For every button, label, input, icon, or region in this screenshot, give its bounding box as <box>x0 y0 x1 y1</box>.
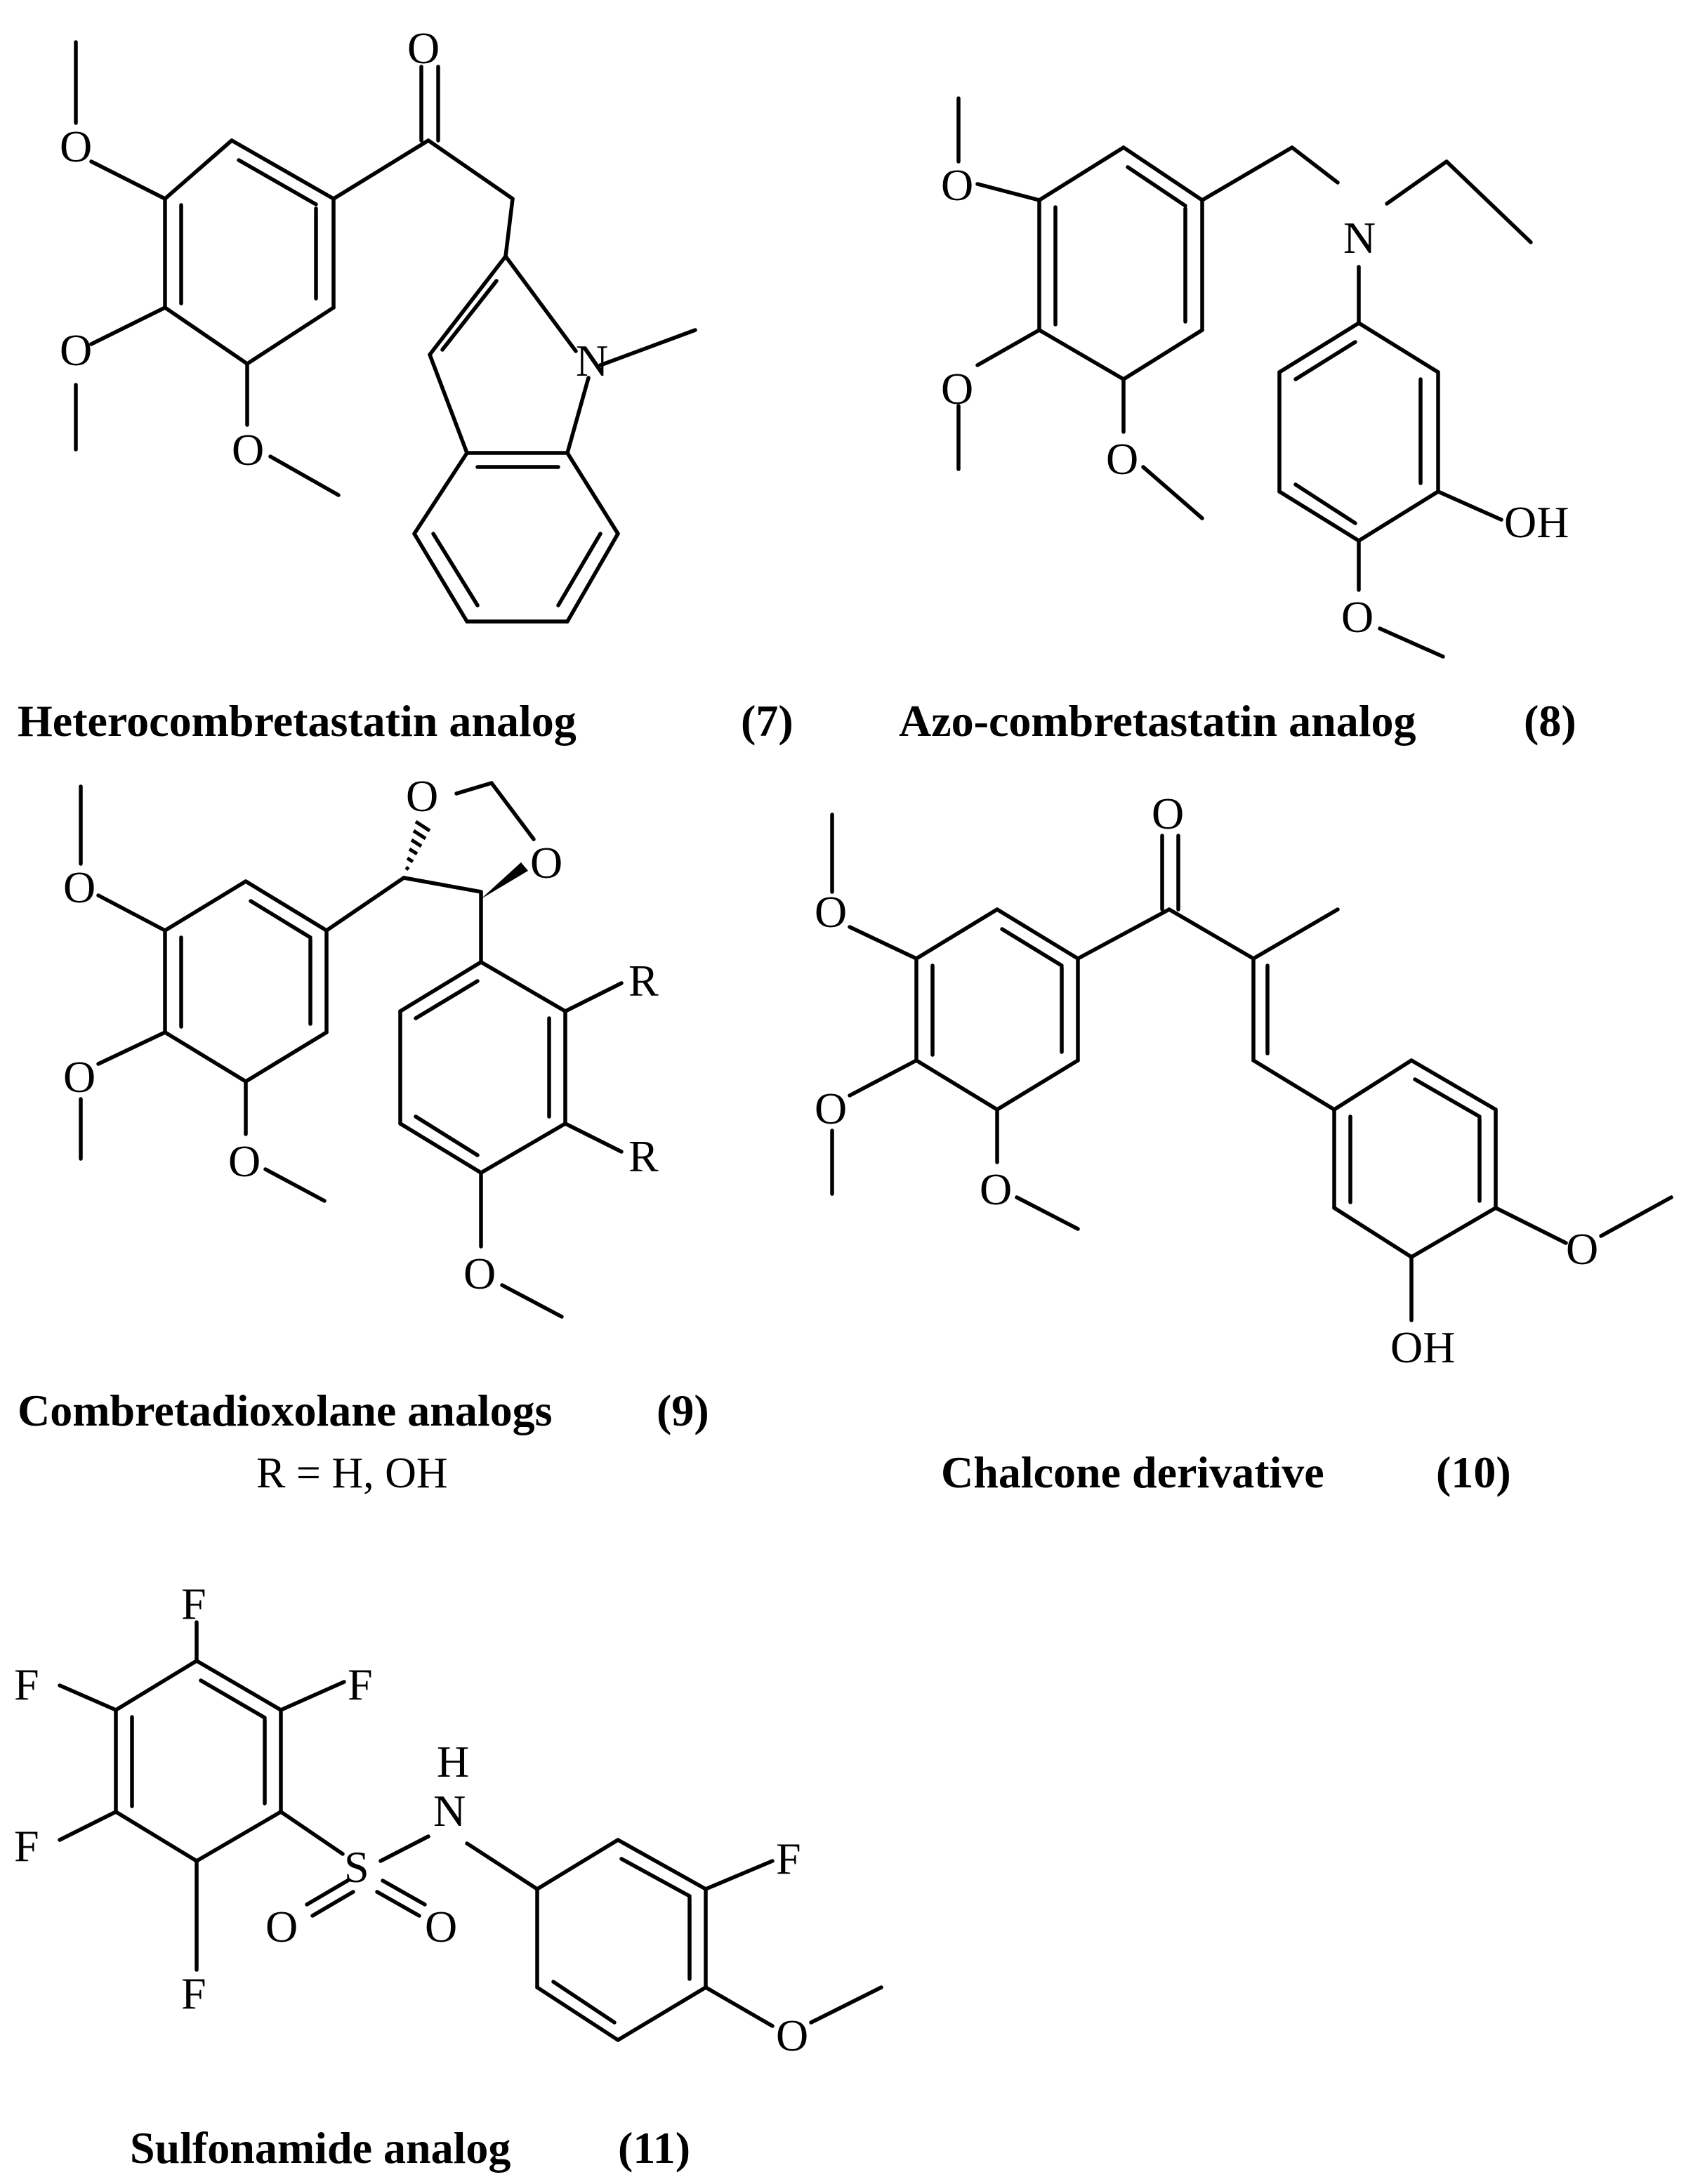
caption-number-9: (9) <box>657 1386 709 1435</box>
atom-oh-8: OH <box>1504 497 1569 547</box>
structure-compound-11: F F F F F S O O N H F O <box>14 1579 883 2060</box>
atom-o-7c: O <box>232 425 264 475</box>
caption-number-10: (10) <box>1436 1447 1511 1497</box>
atom-o-7a: O <box>60 121 92 171</box>
atom-o-10a: O <box>815 887 847 937</box>
hashed-bond-9 <box>404 820 431 871</box>
atom-r-9a: R <box>628 956 659 1006</box>
atom-o-10b: O <box>815 1084 847 1133</box>
atom-s-11: S <box>344 1842 369 1892</box>
atom-o-9c: O <box>228 1136 261 1186</box>
atom-o-8b: O <box>941 364 973 414</box>
atom-f-11a: F <box>181 1579 206 1629</box>
caption-name-8: Azo-combretastatin analog <box>899 696 1416 746</box>
atom-o-carbonyl-10: O <box>1152 789 1184 838</box>
atom-o-11b: O <box>425 1902 457 1952</box>
caption-number-11: (11) <box>618 2123 690 2173</box>
caption-compound-11: Sulfonamide analog (11) <box>130 2123 690 2173</box>
caption-name-7: Heterocombretastatin analog <box>18 696 577 746</box>
caption-note-9: R = H, OH <box>256 1449 448 1497</box>
atom-o-10d: O <box>1566 1224 1598 1274</box>
atom-o-9b: O <box>63 1052 96 1102</box>
atom-f-11e: F <box>181 1968 206 2018</box>
atom-o-8c: O <box>1106 434 1138 484</box>
caption-name-11: Sulfonamide analog <box>130 2123 511 2173</box>
caption-compound-8: Azo-combretastatin analog (8) <box>899 696 1576 746</box>
atom-o-8a: O <box>941 160 973 210</box>
atom-o-9a: O <box>63 862 96 912</box>
atom-f-11b: F <box>348 1659 373 1709</box>
structure-compound-7: O O O O N <box>60 23 697 624</box>
caption-name-10: Chalcone derivative <box>941 1447 1324 1497</box>
caption-name-9: Combretadioxolane analogs <box>18 1386 553 1435</box>
atom-r-9b: R <box>628 1131 659 1181</box>
caption-compound-7: Heterocombretastatin analog (7) <box>18 696 793 746</box>
structure-compound-9: O O O O O R R O <box>63 771 659 1319</box>
atom-o-9-ring-a: O <box>406 771 438 821</box>
atom-n-7: N <box>576 336 608 386</box>
caption-number-7: (7) <box>741 696 793 746</box>
atom-o-11c: O <box>776 2011 808 2060</box>
atom-oh-10: OH <box>1390 1322 1455 1372</box>
atom-o-10c: O <box>980 1164 1012 1214</box>
structure-compound-10: O O O O O OH <box>815 789 1673 1372</box>
atom-f-11d: F <box>14 1821 39 1871</box>
structure-compound-8: O O O N OH O <box>941 96 1569 659</box>
caption-compound-9: Combretadioxolane analogs (9) R = H, OH <box>18 1386 709 1497</box>
atom-n-8: N <box>1343 213 1376 263</box>
atom-f-11f: F <box>776 1834 801 1883</box>
atom-o-7b: O <box>60 325 92 375</box>
atom-o-carbonyl-7: O <box>407 23 440 73</box>
atom-h-11: H <box>437 1737 469 1787</box>
atom-n-11: N <box>433 1786 466 1836</box>
atom-f-11c: F <box>14 1659 39 1709</box>
atom-o-11a: O <box>265 1902 298 1952</box>
caption-number-8: (8) <box>1524 696 1576 746</box>
caption-compound-10: Chalcone derivative (10) <box>941 1447 1511 1497</box>
atom-o-8d: O <box>1341 592 1374 642</box>
atom-o-9d: O <box>463 1249 496 1298</box>
wedge-bond-9 <box>481 862 528 899</box>
atom-o-9-ring-b: O <box>530 838 562 888</box>
